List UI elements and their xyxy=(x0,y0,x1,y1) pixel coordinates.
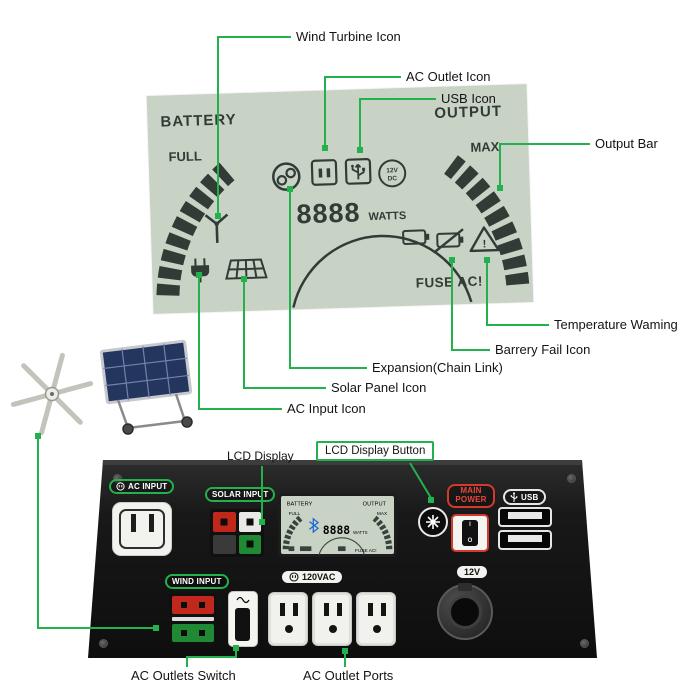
panel-lcd-display: BATTERY OUTPUT FULL MAX 8888 WATTS FUSE … xyxy=(278,493,397,557)
v12-socket-tab xyxy=(458,583,472,591)
svg-text:!: ! xyxy=(482,238,486,250)
wind-terminal-green xyxy=(172,624,214,642)
wind-terminal-strip xyxy=(172,617,214,621)
callout-ac-outlet-ports: AC Outlet Ports xyxy=(303,668,394,683)
callout-ac-outlets-switch: AC Outlets Switch xyxy=(131,668,236,683)
callout-solar-panel: Solar Panel Icon xyxy=(331,380,427,395)
lcd-output-label: OUTPUT xyxy=(434,103,502,122)
callout-temperature: Temperature Waming xyxy=(554,317,678,332)
ac-input-text: AC INPUT xyxy=(128,482,168,491)
svg-text:DC: DC xyxy=(388,175,398,182)
wind-input-label: WIND INPUT xyxy=(165,574,229,589)
solar-input-label: SOLAR INPUT xyxy=(205,487,276,502)
usb-icon xyxy=(344,158,372,185)
plug-badge-icon-dark xyxy=(289,572,299,582)
solar-input-connector xyxy=(210,509,264,557)
bluetooth-icon xyxy=(309,517,320,534)
screw xyxy=(580,639,589,648)
callout-usb: USB Icon xyxy=(441,91,496,106)
solar-terminal-white xyxy=(238,512,261,532)
panel-lcd-graphics: BATTERY OUTPUT FULL MAX 8888 WATTS FUSE … xyxy=(282,501,393,556)
wind-turbine-icon xyxy=(204,213,229,243)
solar-terminal-red xyxy=(213,512,236,532)
callout-battery-fail: Barrery Fail Icon xyxy=(495,342,591,357)
sine-wave-icon xyxy=(236,596,250,604)
svg-text:BATTERY: BATTERY xyxy=(287,501,313,507)
usb-tongue xyxy=(508,535,542,542)
v12-label: 12V xyxy=(457,566,488,578)
ac-outlet-port-3 xyxy=(356,592,396,646)
vac-label: 120VAC xyxy=(282,571,343,583)
device-front-panel: AC INPUT SOLAR INPUT BATTERY OUTPUT xyxy=(88,460,597,658)
callout-ac-input: AC Input Icon xyxy=(287,401,366,416)
ac-outlet-port-1 xyxy=(268,592,308,646)
battery-bar-arc xyxy=(156,162,235,296)
usb-text: USB xyxy=(521,492,539,502)
battery-icon xyxy=(402,229,430,245)
panel-top-edge xyxy=(88,460,597,465)
v12-socket xyxy=(437,583,493,640)
callout-lcd-display: LCD Display xyxy=(227,449,294,463)
lcd-max-label: MAX xyxy=(470,139,500,155)
wind-terminal-red xyxy=(172,596,214,614)
wind-input-connector xyxy=(169,593,217,645)
callout-output-bar: Output Bar xyxy=(595,136,658,151)
ac-input-port-inner xyxy=(119,509,165,549)
battery-fail-icon xyxy=(433,228,464,253)
main-power-label: MAIN POWER xyxy=(447,484,495,508)
brightness-star-icon xyxy=(426,515,440,529)
usb-tongue xyxy=(508,512,542,519)
switch-on-mark: I xyxy=(469,522,471,528)
svg-text:FUSE AC!: FUSE AC! xyxy=(355,548,377,554)
callout-expansion: Expansion(Chain Link) xyxy=(372,360,503,375)
screw xyxy=(567,474,576,483)
lcd-watts-unit: WATTS xyxy=(368,210,406,223)
vac-text: 120VAC xyxy=(302,572,336,582)
svg-text:OUTPUT: OUTPUT xyxy=(363,501,387,507)
ac-outlet-port-2 xyxy=(312,592,352,646)
screw xyxy=(99,639,108,648)
usb-label: USB xyxy=(503,489,546,505)
outlets-rocker xyxy=(235,608,250,641)
ac-input-port xyxy=(112,502,172,556)
lcd-display-button xyxy=(418,507,448,537)
v12-text: 12V xyxy=(464,567,481,577)
ac-outlets-switch xyxy=(228,591,258,647)
usb-port-1 xyxy=(498,507,552,527)
wind-turbine-image xyxy=(10,352,94,436)
svg-text:WATTS: WATTS xyxy=(353,530,368,535)
svg-text:MAX: MAX xyxy=(377,511,388,517)
solar-input-text: SOLAR INPUT xyxy=(212,490,269,499)
usb-trident-icon xyxy=(510,492,518,502)
svg-text:8888: 8888 xyxy=(323,523,351,537)
warning-triangle-icon: ! xyxy=(469,226,500,253)
ac-outlet-icon xyxy=(310,159,338,186)
wind-input-text: WIND INPUT xyxy=(172,577,222,586)
svg-text:FULL: FULL xyxy=(289,511,301,517)
ac-input-prong-slot xyxy=(131,514,136,532)
lcd-full-label: FULL xyxy=(168,148,202,164)
callout-lcd-display-button: LCD Display Button xyxy=(316,441,435,461)
plug-badge-icon xyxy=(116,482,125,491)
ac-input-prong-slot xyxy=(149,514,154,532)
usb-port-2 xyxy=(498,530,552,550)
solar-terminal-dark xyxy=(213,534,236,554)
v12-socket-inner xyxy=(448,595,482,629)
svg-text:12V: 12V xyxy=(386,167,398,174)
main-power-switch: I O xyxy=(451,514,489,552)
ac-input-label: AC INPUT xyxy=(109,479,175,494)
callout-wind-turbine: Wind Turbine Icon xyxy=(296,29,401,44)
dc-badge-icon: 12V DC xyxy=(378,159,407,188)
solar-panel-image xyxy=(99,339,193,435)
switch-off-mark: O xyxy=(467,538,473,544)
solar-terminal-green xyxy=(238,534,261,554)
callout-ac-outlet: AC Outlet Icon xyxy=(406,69,491,84)
